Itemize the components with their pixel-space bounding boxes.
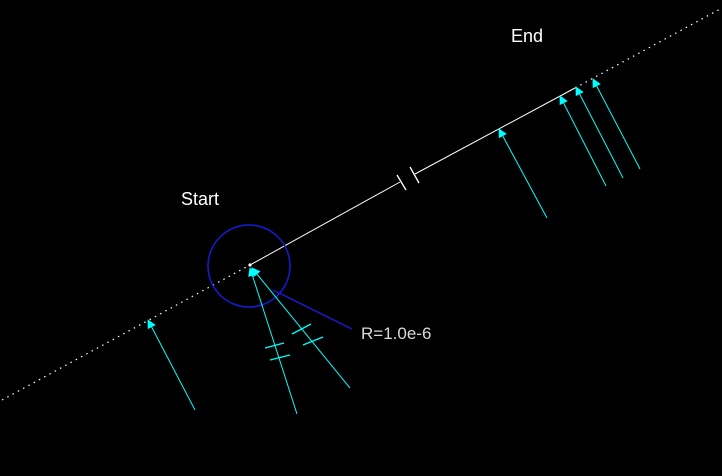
arrow-cap-mark-4 bbox=[302, 336, 324, 346]
dotted-extension-lower bbox=[1, 264, 251, 401]
main-gap-mark-1 bbox=[396, 174, 407, 191]
dotted-extension-upper bbox=[574, 7, 722, 89]
start-circle bbox=[207, 224, 291, 308]
arrow-cap-mark-1 bbox=[264, 342, 285, 349]
start-point bbox=[248, 263, 252, 267]
arrow-end-2 bbox=[575, 86, 624, 179]
main-gap-mark-2 bbox=[409, 166, 420, 184]
path-segment-a bbox=[249, 181, 401, 266]
radius-leader-line bbox=[272, 289, 353, 330]
radius-label: R=1.0e-6 bbox=[361, 324, 431, 343]
arrow-start-1 bbox=[248, 267, 298, 415]
arrow-cap-mark-2 bbox=[269, 354, 291, 361]
path-segment-b bbox=[414, 87, 576, 175]
arrow-end-1 bbox=[559, 95, 607, 187]
arrow-lower-left bbox=[147, 319, 196, 411]
end-label: End bbox=[511, 26, 543, 46]
arrow-end-3 bbox=[592, 78, 641, 170]
arrow-start-2 bbox=[251, 267, 351, 389]
arrow-cap-mark-3 bbox=[291, 323, 312, 335]
start-label: Start bbox=[181, 189, 219, 209]
arrow-mid bbox=[498, 128, 548, 219]
